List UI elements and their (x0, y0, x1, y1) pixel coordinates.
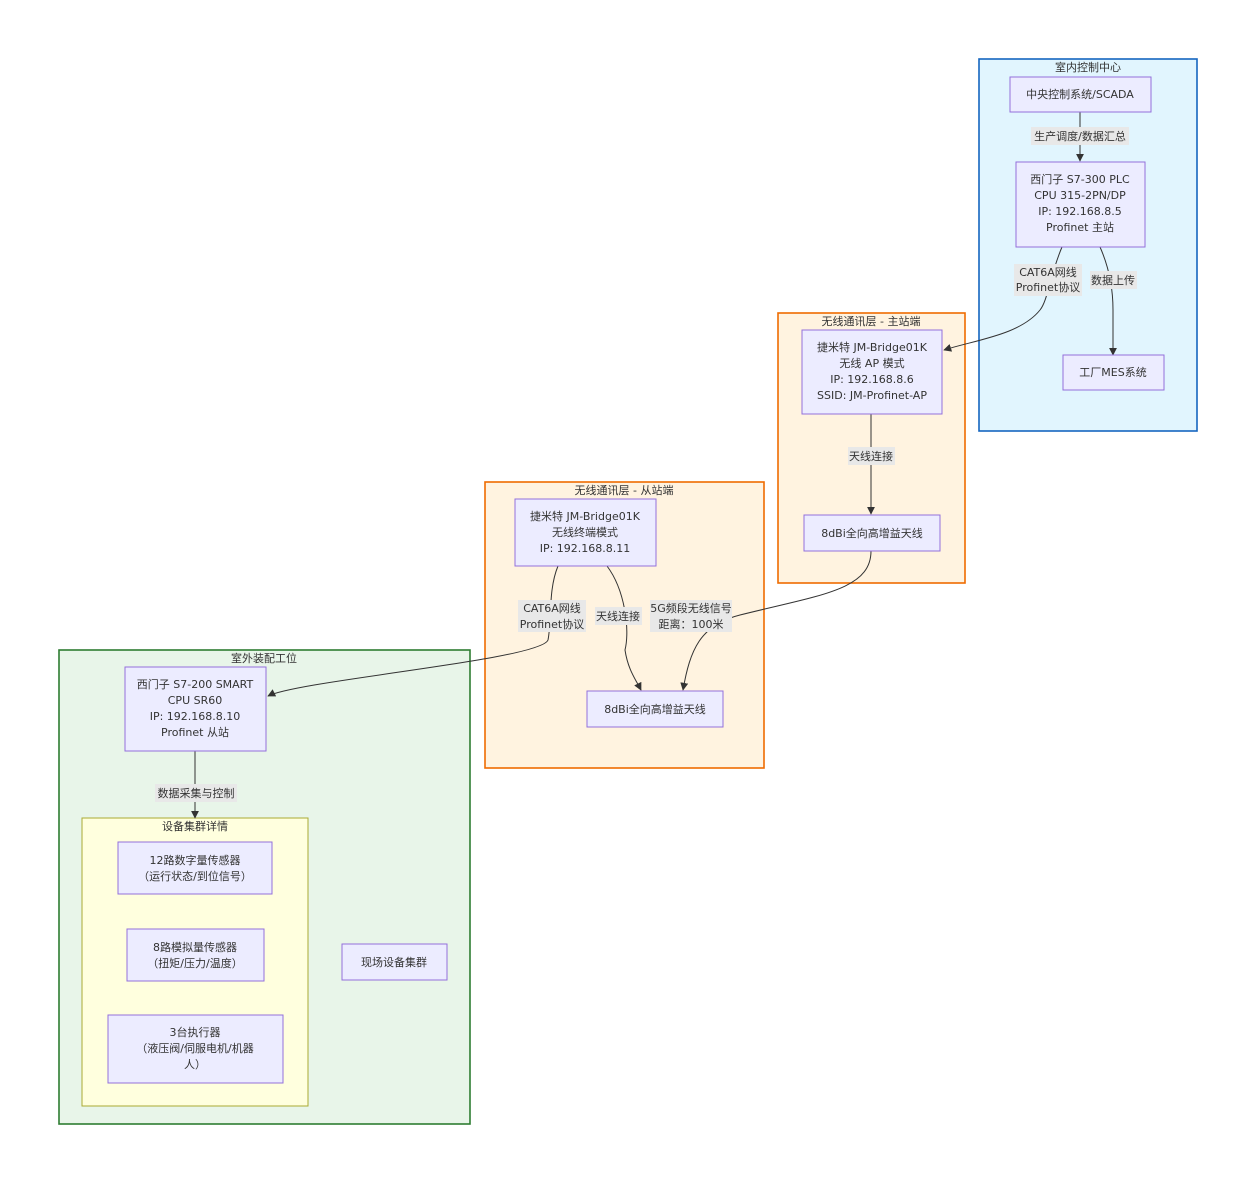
svg-text:距离：100米: 距离：100米 (659, 617, 724, 631)
edge-bridge-client-to-antenna (606, 565, 642, 691)
svg-text:Profinet协议: Profinet协议 (1016, 280, 1080, 294)
node-digital-sensors: 12路数字量传感器 （运行状态/到位信号） (117, 841, 273, 895)
svg-text:IP: 192.168.8.5: IP: 192.168.8.5 (1038, 205, 1122, 218)
svg-text:现场设备集群: 现场设备集群 (361, 955, 427, 969)
node-scada: 中央控制系统/SCADA (1009, 76, 1152, 113)
svg-text:中央控制系统/SCADA: 中央控制系统/SCADA (1026, 87, 1134, 101)
svg-text:12路数字量传感器: 12路数字量传感器 (150, 853, 241, 867)
edge-label-wireless-link: 5G频段无线信号 距离：100米 (650, 600, 732, 632)
svg-text:CAT6A网线: CAT6A网线 (1019, 265, 1077, 279)
svg-text:CAT6A网线: CAT6A网线 (523, 601, 581, 615)
svg-text:数据上传: 数据上传 (1091, 273, 1135, 287)
edge-label-client-plc200: CAT6A网线 Profinet协议 (518, 600, 586, 632)
svg-text:Profinet 主站: Profinet 主站 (1046, 220, 1114, 234)
svg-text:西门子 S7-300 PLC: 西门子 S7-300 PLC (1030, 172, 1130, 186)
svg-text:8dBi全向高增益天线: 8dBi全向高增益天线 (821, 526, 923, 540)
svg-text:CPU 315-2PN/DP: CPU 315-2PN/DP (1034, 189, 1126, 202)
svg-text:3台执行器: 3台执行器 (170, 1025, 221, 1039)
node-mes-system: 工厂MES系统 (1062, 354, 1165, 391)
svg-text:天线连接: 天线连接 (596, 609, 640, 623)
node-field-devices: 现场设备集群 (341, 943, 448, 981)
svg-text:IP: 192.168.8.10: IP: 192.168.8.10 (150, 710, 241, 723)
edge-label-plc-bridge-ap: CAT6A网线 Profinet协议 (1014, 264, 1082, 296)
svg-text:8dBi全向高增益天线: 8dBi全向高增益天线 (604, 702, 706, 716)
node-plc-s7-300: 西门子 S7-300 PLC CPU 315-2PN/DP IP: 192.16… (1015, 161, 1146, 248)
svg-text:8路模拟量传感器: 8路模拟量传感器 (153, 940, 237, 954)
edge-label-plc200-devices: 数据采集与控制 (155, 784, 237, 802)
node-actuators: 3台执行器 （液压阀/伺服电机/机器 人） (107, 1014, 284, 1084)
svg-text:CPU SR60: CPU SR60 (168, 694, 222, 707)
svg-text:生产调度/数据汇总: 生产调度/数据汇总 (1034, 129, 1126, 143)
svg-text:SSID: JM-Profinet-AP: SSID: JM-Profinet-AP (817, 389, 927, 402)
edge-label-client-antenna: 天线连接 (595, 607, 642, 625)
node-antenna-master: 8dBi全向高增益天线 (803, 514, 941, 552)
edge-label-plc-mes: 数据上传 (1090, 271, 1137, 289)
node-analog-sensors: 8路模拟量传感器 （扭矩/压力/温度） (126, 928, 265, 982)
svg-text:捷米特 JM-Bridge01K: 捷米特 JM-Bridge01K (530, 509, 641, 523)
svg-text:天线连接: 天线连接 (849, 449, 893, 463)
svg-text:数据采集与控制: 数据采集与控制 (158, 786, 235, 800)
svg-text:（液压阀/伺服电机/机器: （液压阀/伺服电机/机器 (136, 1041, 253, 1055)
edge-antenna-wireless-link (680, 550, 872, 691)
svg-text:（运行状态/到位信号）: （运行状态/到位信号） (138, 869, 252, 883)
svg-text:IP: 192.168.8.11: IP: 192.168.8.11 (540, 542, 631, 555)
svg-text:IP: 192.168.8.6: IP: 192.168.8.6 (830, 373, 914, 386)
svg-text:捷米特 JM-Bridge01K: 捷米特 JM-Bridge01K (817, 340, 928, 354)
svg-text:无线终端模式: 无线终端模式 (552, 525, 618, 539)
svg-text:人）: 人） (184, 1058, 206, 1071)
node-plc-s7-200-smart: 西门子 S7-200 SMART CPU SR60 IP: 192.168.8.… (124, 666, 267, 752)
edge-label-scada-plc: 生产调度/数据汇总 (1031, 127, 1129, 145)
svg-text:工厂MES系统: 工厂MES系统 (1079, 366, 1146, 379)
svg-text:Profinet 从站: Profinet 从站 (161, 725, 229, 739)
svg-text:5G频段无线信号: 5G频段无线信号 (650, 601, 732, 615)
cluster-title: 室内控制中心 (1055, 60, 1121, 74)
svg-text:无线 AP 模式: 无线 AP 模式 (839, 356, 904, 370)
svg-text:西门子 S7-200 SMART: 西门子 S7-200 SMART (137, 677, 254, 691)
cluster-title: 设备集群详情 (162, 819, 228, 833)
cluster-title: 室外装配工位 (231, 651, 297, 665)
svg-text:（扭矩/压力/温度）: （扭矩/压力/温度） (147, 956, 242, 970)
svg-text:Profinet协议: Profinet协议 (520, 617, 584, 631)
node-antenna-slave: 8dBi全向高增益天线 (586, 690, 724, 728)
node-bridge-ap: 捷米特 JM-Bridge01K 无线 AP 模式 IP: 192.168.8.… (801, 329, 943, 415)
cluster-title: 无线通讯层 - 从站端 (575, 483, 674, 497)
cluster-title: 无线通讯层 - 主站端 (822, 314, 921, 328)
edge-label-ap-antenna: 天线连接 (848, 447, 895, 465)
node-bridge-client: 捷米特 JM-Bridge01K 无线终端模式 IP: 192.168.8.11 (514, 498, 657, 567)
